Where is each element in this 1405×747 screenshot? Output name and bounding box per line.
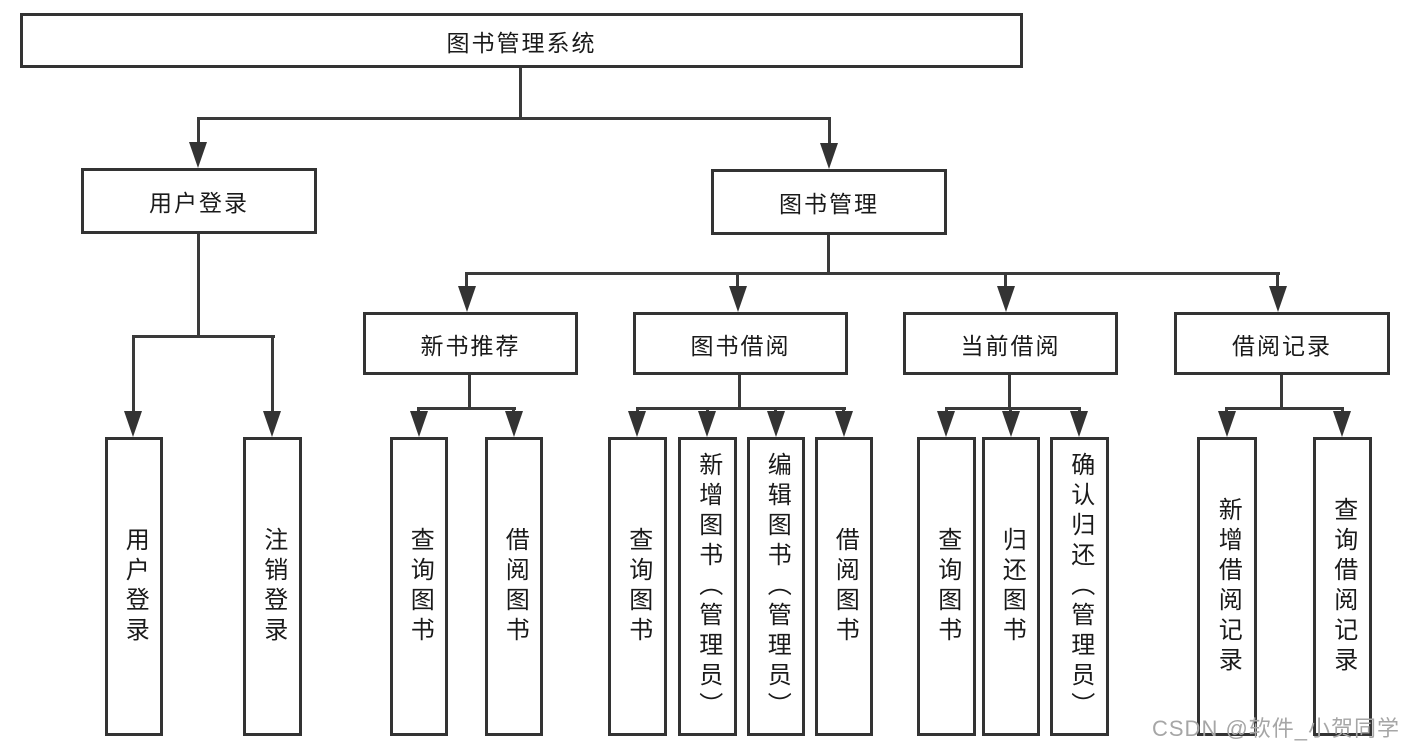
connector-current-stem <box>1008 373 1011 409</box>
node-label: 当前借阅 <box>960 332 1061 359</box>
arrowhead-icon <box>729 286 747 312</box>
leaf-logout-login: 注销登录 <box>243 437 302 736</box>
connector-management-stem <box>827 233 830 274</box>
node-book-management: 图书管理 <box>711 169 947 235</box>
node-current-borrow: 当前借阅 <box>903 312 1118 375</box>
leaf-label: 归还图书 <box>998 526 1026 647</box>
connector-drop <box>706 407 709 413</box>
leaf-current-return-book: 归还图书 <box>982 437 1040 736</box>
arrowhead-icon <box>505 411 523 437</box>
connector-drop <box>945 407 948 413</box>
connector-drop <box>1078 407 1081 413</box>
leaf-label: 新增图书（管理员） <box>694 451 722 722</box>
leaf-label: 注销登录 <box>259 526 287 647</box>
connector-drop <box>1225 407 1228 413</box>
arrowhead-icon <box>1218 411 1236 437</box>
arrowhead-icon <box>1333 411 1351 437</box>
arrowhead-icon <box>937 411 955 437</box>
leaf-label: 查询图书 <box>406 526 434 647</box>
arrowhead-icon <box>997 286 1015 312</box>
node-label: 图书借阅 <box>690 332 791 359</box>
leaf-borrow-edit-book-admin: 编辑图书（管理员） <box>747 437 805 736</box>
arrowhead-icon <box>1002 411 1020 437</box>
connector-login-drop <box>197 117 200 144</box>
node-label: 图书管理 <box>779 191 879 217</box>
node-book-borrow: 图书借阅 <box>633 312 848 375</box>
connector-root-stem <box>519 66 522 120</box>
leaf-borrow-query-book: 查询图书 <box>608 437 667 736</box>
arrowhead-icon <box>835 411 853 437</box>
leaf-label: 查询借阅记录 <box>1329 496 1357 677</box>
node-new-book-recommend: 新书推荐 <box>363 312 578 375</box>
arrowhead-icon <box>124 411 142 437</box>
node-label: 借阅记录 <box>1232 332 1332 359</box>
leaf-recommend-query-book: 查询图书 <box>390 437 448 736</box>
connector-records-bar <box>1225 407 1344 410</box>
leaf-records-add-record: 新增借阅记录 <box>1197 437 1257 736</box>
arrowhead-icon <box>263 411 281 437</box>
node-label: 图书管理系统 <box>446 29 597 56</box>
leaf-label: 查询图书 <box>933 526 961 647</box>
leaf-borrow-add-book-admin: 新增图书（管理员） <box>678 437 737 736</box>
leaf-label: 确认归还（管理员） <box>1066 451 1094 722</box>
node-label: 新书推荐 <box>420 332 521 359</box>
connector-drop <box>512 407 515 413</box>
connector-borrow-stem <box>738 373 741 409</box>
arrowhead-icon <box>628 411 646 437</box>
arrowhead-icon <box>1269 286 1287 312</box>
leaf-label: 借阅图书 <box>831 526 859 647</box>
connector-recommend-stem <box>468 373 471 409</box>
leaf-label: 新增借阅记录 <box>1214 496 1242 677</box>
leaf-label: 编辑图书（管理员） <box>763 451 791 722</box>
connector-drop <box>417 407 420 413</box>
arrowhead-icon <box>410 411 428 437</box>
connector-drop <box>736 272 739 289</box>
node-borrow-records: 借阅记录 <box>1174 312 1390 375</box>
connector-drop <box>842 407 845 413</box>
node-label: 用户登录 <box>149 190 249 216</box>
connector-level1-bar <box>197 117 831 120</box>
connector-drop <box>1341 407 1344 413</box>
leaf-borrow-borrow-book: 借阅图书 <box>815 437 873 736</box>
connector-drop <box>636 407 639 413</box>
leaf-label: 借阅图书 <box>501 526 529 647</box>
arrowhead-icon <box>820 143 838 169</box>
connector-recommend-bar <box>417 407 516 410</box>
leaf-recommend-borrow-book: 借阅图书 <box>485 437 543 736</box>
arrowhead-icon <box>767 411 785 437</box>
arrowhead-icon <box>458 286 476 312</box>
connector-drop <box>465 272 468 289</box>
node-root: 图书管理系统 <box>20 13 1023 68</box>
node-user-login: 用户登录 <box>81 168 317 234</box>
leaf-label: 用户登录 <box>121 526 149 647</box>
arrowhead-icon <box>189 142 207 168</box>
connector-drop <box>132 335 135 413</box>
connector-drop <box>774 407 777 413</box>
connector-level2-bar <box>465 272 1280 275</box>
connector-current-bar <box>945 407 1081 410</box>
connector-login-stem <box>197 232 200 337</box>
connector-login-bar <box>132 335 275 338</box>
connector-drop <box>1276 272 1279 289</box>
leaf-records-query-record: 查询借阅记录 <box>1313 437 1372 736</box>
connector-drop <box>271 335 274 413</box>
arrowhead-icon <box>698 411 716 437</box>
connector-drop <box>1004 272 1007 289</box>
arrowhead-icon <box>1070 411 1088 437</box>
leaf-current-confirm-return-admin: 确认归还（管理员） <box>1050 437 1109 736</box>
connector-borrow-bar <box>636 407 846 410</box>
leaf-current-query-book: 查询图书 <box>917 437 976 736</box>
connector-drop <box>1009 407 1012 413</box>
leaf-user-login: 用户登录 <box>105 437 163 736</box>
leaf-label: 查询图书 <box>624 526 652 647</box>
csdn-watermark: CSDN @软件_小贺同学 <box>1152 716 1401 741</box>
connector-records-stem <box>1280 373 1283 409</box>
connector-management-drop <box>828 117 831 145</box>
